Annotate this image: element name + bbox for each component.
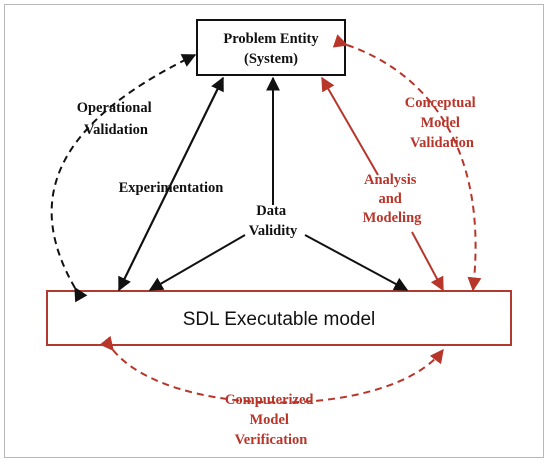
operational-validation-line2: Validation <box>84 122 148 138</box>
experimentation-label: Experimentation <box>119 180 224 196</box>
problem-entity-subtitle: (System) <box>244 51 298 67</box>
computerized-verification-arc <box>99 335 444 404</box>
data-validity-label: Data Validity <box>249 203 298 239</box>
computerized-verification-line2: Model <box>249 412 288 428</box>
operational-validation-arc <box>50 54 197 303</box>
conceptual-validation-line2: Model <box>420 115 459 131</box>
analysis-modeling-line2: and <box>378 191 401 207</box>
analysis-modeling-line1: Analysis <box>364 172 417 188</box>
operational-validation-label: Operational Validation <box>77 100 156 138</box>
conceptual-validation-line1: Conceptual <box>405 95 476 111</box>
data-validity-arrow-left <box>148 234 246 291</box>
computerized-verification-line3: Verification <box>235 432 308 448</box>
data-validity-line2: Validity <box>249 223 298 239</box>
conceptual-validation-arc <box>332 34 482 292</box>
conceptual-validation-line3: Validation <box>410 135 474 151</box>
analysis-modeling-label: Analysis and Modeling <box>363 172 423 226</box>
problem-entity-box <box>196 19 346 76</box>
data-validity-line1: Data <box>256 203 287 219</box>
analysis-modeling-line3: Modeling <box>363 210 423 226</box>
conceptual-validation-label: Conceptual Model Validation <box>405 95 480 151</box>
analysis-arrow-up <box>321 76 379 176</box>
analysis-arrow-down <box>411 231 444 292</box>
computerized-verification-label: Computerized Model Verification <box>225 392 317 448</box>
computerized-verification-line1: Computerized <box>225 392 314 408</box>
data-validity-arrow-right <box>304 234 409 291</box>
problem-entity-title: Problem Entity <box>223 31 319 47</box>
operational-validation-line1: Operational <box>77 100 152 116</box>
executable-model-label: SDL Executable model <box>183 309 376 330</box>
